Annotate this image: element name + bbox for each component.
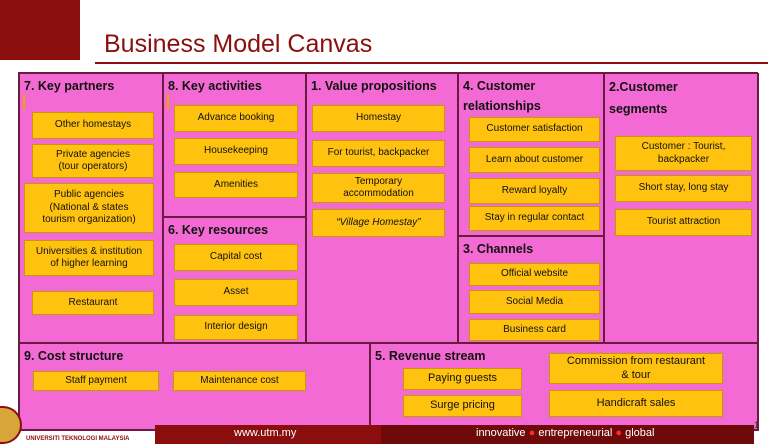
revenue-item: Paying guests xyxy=(403,368,522,390)
revenue-stream-heading: 5. Revenue stream xyxy=(375,349,486,363)
key-resource-item: Interior design xyxy=(174,315,298,340)
customer-relationships-heading: relationships xyxy=(463,99,541,113)
value-proposition-item: “Village Homestay” xyxy=(312,209,445,237)
marker-tick xyxy=(167,94,169,110)
footer-band-left xyxy=(155,425,381,444)
marker-tick xyxy=(23,94,25,110)
tagline-word: global xyxy=(625,427,655,439)
value-proposition-item: For tourist, backpacker xyxy=(312,140,445,167)
tagline-word: entrepreneurial xyxy=(538,427,613,439)
page-number: 1 xyxy=(754,420,760,430)
customer-relationships-heading: 4. Customer xyxy=(463,79,536,93)
key-partner-item: Public agencies (National & states touri… xyxy=(24,183,154,233)
tagline-word: innovative xyxy=(476,427,526,439)
key-resources-cell: 6. Key resources Capital cost Asset Inte… xyxy=(163,217,306,343)
channels-cell: 3. Channels Official website Social Medi… xyxy=(458,236,604,343)
customer-relationships-cell: 4. Customer relationships Customer satis… xyxy=(458,73,604,236)
value-propositions-heading: 1. Value propositions xyxy=(311,79,437,93)
revenue-item: Handicraft sales xyxy=(549,390,723,417)
key-partner-item: Private agencies (tour operators) xyxy=(32,144,154,178)
revenue-item: Surge pricing xyxy=(403,395,522,417)
channels-heading: 3. Channels xyxy=(463,242,534,256)
footer-tagline: innovative ● entrepreneurial ● global xyxy=(476,427,654,439)
key-partner-item: Universities & institution of higher lea… xyxy=(24,240,154,276)
website-link[interactable]: www.utm.my xyxy=(234,427,297,439)
revenue-item: Commission from restaurant & tour xyxy=(549,353,723,384)
revenue-stream-cell: 5. Revenue stream Paying guests Surge pr… xyxy=(370,343,759,431)
customer-segments-heading: segments xyxy=(609,102,668,116)
customer-segment-item: Customer : Tourist, backpacker xyxy=(615,136,752,171)
cost-item: Staff payment xyxy=(33,371,159,391)
key-activity-item: Housekeeping xyxy=(174,138,298,165)
customer-relationship-item: Stay in regular contact xyxy=(469,206,600,231)
key-resource-item: Asset xyxy=(174,279,298,306)
key-partners-heading: 7. Key partners xyxy=(24,79,115,93)
channel-item: Social Media xyxy=(469,290,600,314)
bullet-icon: ● xyxy=(615,427,623,439)
cost-structure-heading: 9. Cost structure xyxy=(24,349,124,363)
key-partner-item: Restaurant xyxy=(32,291,154,315)
cost-structure-cell: 9. Cost structure Staff payment Maintena… xyxy=(19,343,370,431)
key-activity-item: Amenities xyxy=(174,172,298,198)
customer-segment-item: Tourist attraction xyxy=(615,209,752,236)
key-partner-item: Other homestays xyxy=(32,112,154,139)
customer-relationship-item: Learn about customer xyxy=(469,147,600,173)
customer-segments-cell: 2.Customer segments Customer : Tourist, … xyxy=(604,73,759,343)
value-propositions-cell: 1. Value propositions Homestay For touri… xyxy=(306,73,458,343)
footer-band-right xyxy=(381,425,754,444)
page-title: Business Model Canvas xyxy=(104,30,373,58)
value-proposition-item: Homestay xyxy=(312,105,445,132)
key-resource-item: Capital cost xyxy=(174,244,298,271)
key-activities-cell: 8. Key activities Advance booking Housek… xyxy=(163,73,306,217)
title-divider xyxy=(95,62,768,64)
customer-relationship-item: Customer satisfaction xyxy=(469,117,600,142)
cost-item: Maintenance cost xyxy=(173,371,306,391)
channel-item: Official website xyxy=(469,263,600,286)
key-resources-heading: 6. Key resources xyxy=(168,223,269,237)
business-model-canvas: 7. Key partners Other homestays Private … xyxy=(18,72,759,431)
customer-relationship-item: Reward loyalty xyxy=(469,178,600,204)
header-accent-bar xyxy=(0,0,80,60)
value-proposition-item: Temporary accommodation xyxy=(312,173,445,203)
customer-segments-heading: 2.Customer xyxy=(609,80,678,94)
bullet-icon: ● xyxy=(528,427,536,439)
key-activity-item: Advance booking xyxy=(174,105,298,132)
logo-caption: UNIVERSITI TEKNOLOGI MALAYSIA xyxy=(26,436,130,442)
key-partners-cell: 7. Key partners Other homestays Private … xyxy=(19,73,163,343)
key-activities-heading: 8. Key activities xyxy=(168,79,262,93)
customer-segment-item: Short stay, long stay xyxy=(615,175,752,202)
channel-item: Business card xyxy=(469,319,600,341)
